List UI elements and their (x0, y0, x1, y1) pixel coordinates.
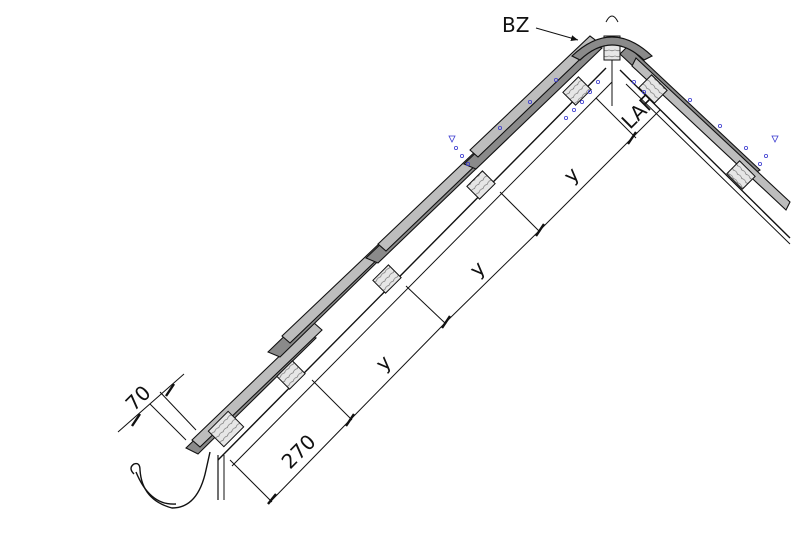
ridge-cap-leader (535, 27, 579, 41)
first-batten-distance-label: 270 (277, 430, 321, 474)
roof-tiles-right (619, 45, 791, 211)
roof-tiles-left (185, 35, 604, 455)
batten-gauge-label-3: y (559, 162, 584, 187)
ventilation-path (448, 78, 779, 166)
rain-gutter (130, 451, 211, 509)
batten-gauge-label-2: y (465, 256, 490, 281)
battens-right (638, 74, 756, 190)
rafter-right (619, 69, 791, 245)
ridge-assembly (570, 15, 654, 106)
battens-left (207, 76, 592, 448)
eaves-overhang-label: 70 (121, 381, 156, 416)
dimension-ticks (131, 131, 637, 505)
dimension-lines (117, 97, 661, 503)
batten-gauge-label-1: y (371, 350, 396, 375)
eaves-fascia (217, 455, 225, 500)
rafter-left (217, 67, 613, 467)
ridge-cap-label: BZ (502, 13, 529, 37)
